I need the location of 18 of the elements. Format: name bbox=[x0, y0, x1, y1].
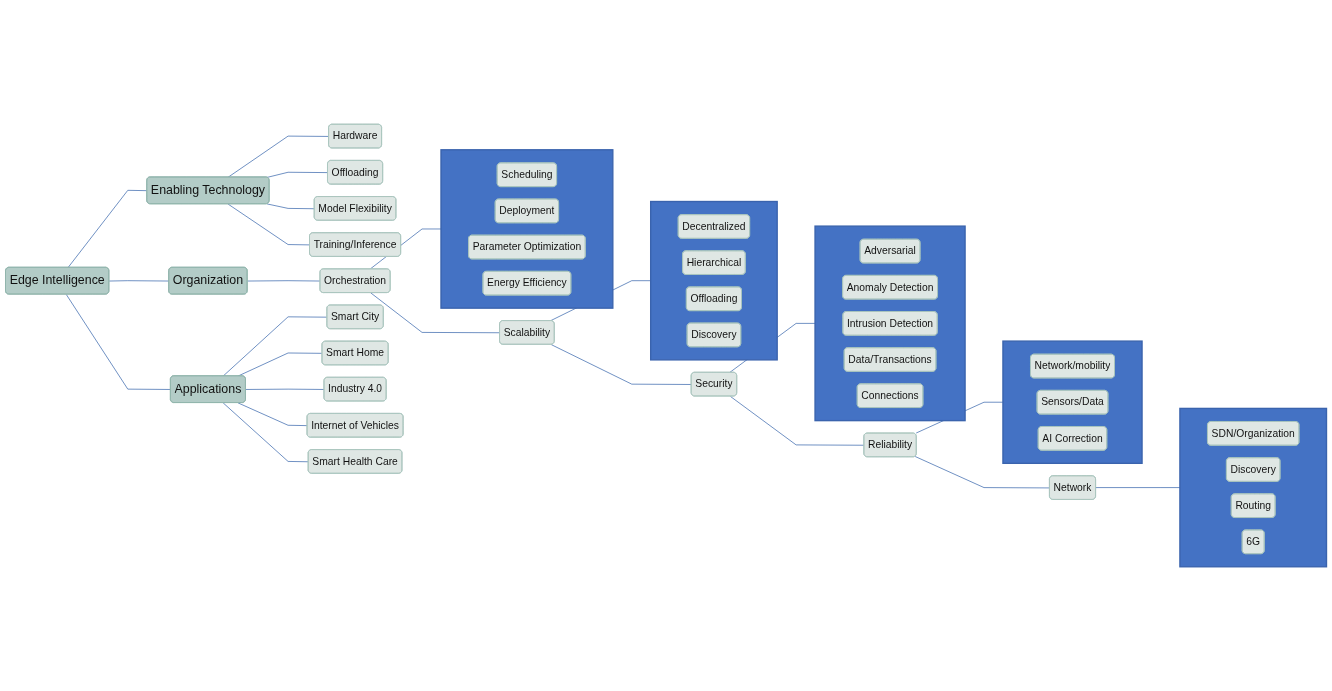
cluster bbox=[1002, 340, 1143, 464]
connector bbox=[227, 203, 311, 246]
connector bbox=[237, 402, 308, 426]
connector bbox=[370, 292, 501, 334]
connector bbox=[222, 316, 328, 377]
cluster bbox=[440, 149, 614, 309]
cluster bbox=[1179, 407, 1328, 568]
connector bbox=[65, 294, 172, 390]
connector bbox=[550, 344, 692, 385]
connector bbox=[730, 396, 865, 446]
cluster bbox=[814, 225, 966, 422]
connector bbox=[266, 171, 329, 178]
connector bbox=[245, 388, 325, 390]
connector bbox=[266, 203, 315, 210]
connector bbox=[914, 456, 1051, 489]
connector bbox=[67, 190, 148, 268]
connector bbox=[222, 402, 309, 463]
cluster bbox=[650, 200, 778, 361]
